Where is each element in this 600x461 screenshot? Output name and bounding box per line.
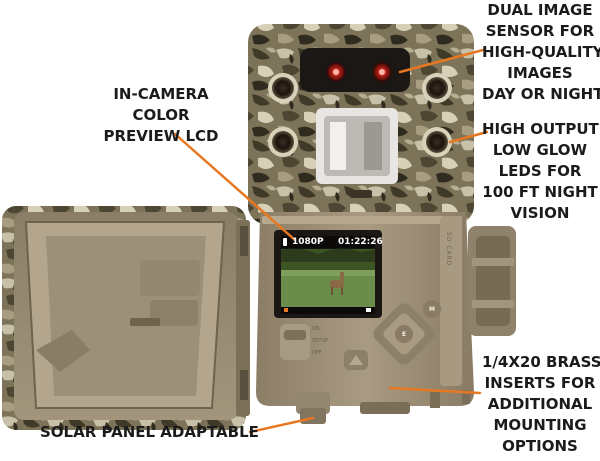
battery-icon [284, 308, 288, 312]
callout-preview-lcd: IN-CAMERA COLOR PREVIEW LCD [103, 85, 219, 145]
callout-solar-panel: SOLAR PANEL ADAPTABLE [40, 423, 259, 441]
navigation-pad[interactable] [370, 300, 441, 368]
e-button-label: E [402, 331, 407, 338]
switch-label-on: ON [312, 326, 320, 332]
camera-door [2, 206, 250, 430]
sd-card-label: SD CARD [445, 232, 452, 267]
camera-mode-icon [283, 238, 287, 246]
sensor-window [300, 48, 410, 92]
callout-lines [173, 48, 489, 434]
strap-clip [468, 226, 516, 336]
callout-line-leds [448, 130, 489, 144]
power-switch[interactable] [280, 324, 310, 360]
callout-brass-inserts: 1/4X20 BRASS INSERTS FOR ADDITIONAL MOUN… [482, 353, 600, 455]
lcd-screen [274, 230, 382, 318]
m-button-label: M [429, 306, 435, 313]
callout-line-brass [388, 386, 482, 395]
led-cluster [268, 73, 452, 157]
capture-button[interactable] [344, 350, 368, 370]
callout-line-lcd [173, 132, 297, 242]
e-button[interactable] [395, 325, 413, 343]
camera-head [248, 24, 474, 224]
callout-line-solar [248, 416, 315, 434]
lcd-resolution: 1080P [292, 237, 324, 247]
callout-line-sensor [398, 48, 485, 74]
lcd-time: 01:22:26 [338, 237, 383, 247]
m-button[interactable] [423, 300, 441, 318]
switch-label-off: OFF [312, 350, 322, 356]
callout-dual-image-sensor: DUAL IMAGE SENSOR FOR HIGH-QUALITY IMAGE… [482, 1, 600, 103]
switch-label-setup: SETUP [312, 338, 329, 344]
brass-insert-mount [360, 402, 410, 414]
callout-led-night-vision: HIGH OUTPUT LOW GLOW LEDS FOR 100 FT NIG… [482, 120, 599, 222]
sd-card-icon [366, 308, 371, 312]
deer-image [330, 280, 344, 288]
